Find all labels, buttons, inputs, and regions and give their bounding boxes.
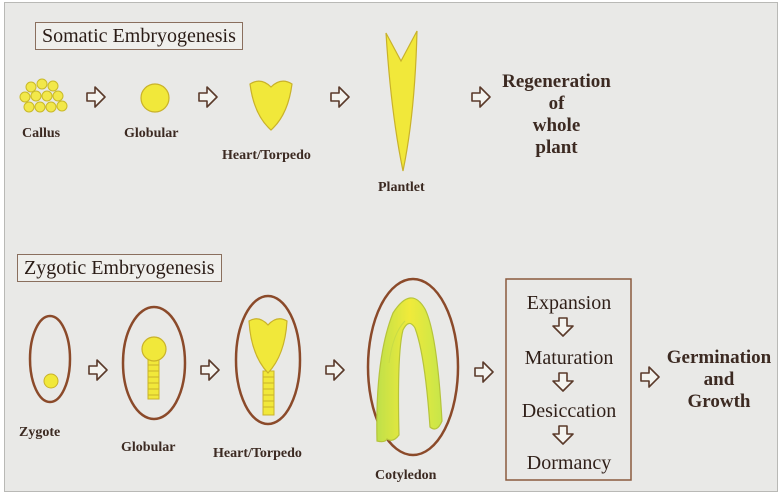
somatic-heart-embryo — [250, 81, 292, 130]
zygotic-result: Germination and Growth — [660, 347, 778, 413]
heart-suspensor — [263, 371, 274, 415]
zygotic-stage-zygote: Zygote — [19, 426, 60, 440]
zygotic-title: Zygotic Embryogenesis — [17, 254, 222, 282]
arrow-callus-to-globular — [87, 87, 105, 107]
heart-embryo — [249, 319, 287, 373]
process-step-desiccation: Desiccation — [509, 401, 629, 421]
arrow-globular-to-heart — [199, 87, 217, 107]
arrow-plantlet-to-regeneration — [472, 87, 490, 107]
result-line-1: Regeneration — [499, 71, 614, 93]
globular-suspensor — [148, 359, 159, 399]
arrow-heart-to-cotyledon — [326, 360, 344, 380]
arrow-heart-to-plantlet — [331, 87, 349, 107]
process-step-maturation: Maturation — [509, 348, 629, 368]
somatic-stage-plantlet: Plantlet — [378, 181, 425, 195]
arrow-zygote-to-globular — [89, 360, 107, 380]
arrow-globular-to-heart-zygotic — [201, 360, 219, 380]
plantlet-shape — [386, 31, 417, 171]
diagram-artwork — [5, 3, 779, 493]
callus-cells — [20, 79, 67, 112]
process-step-dormancy: Dormancy — [509, 453, 629, 473]
zygotic-stage-globular: Globular — [121, 441, 175, 455]
zygotic-stage-heart-torpedo: Heart/Torpedo — [213, 447, 302, 461]
somatic-stage-heart-torpedo: Heart/Torpedo — [222, 149, 311, 163]
arrow-expansion-to-maturation — [553, 318, 573, 336]
somatic-stage-globular: Globular — [124, 127, 178, 141]
zygotic-stage-cotyledon: Cotyledon — [375, 469, 436, 483]
diagram-canvas: Somatic Embryogenesis Callus Globular He… — [4, 2, 778, 492]
zygotic-result-line-3: Growth — [660, 391, 778, 413]
somatic-globular-embryo — [141, 84, 169, 112]
zygote-cell — [44, 374, 58, 388]
result-line-3: whole — [499, 115, 614, 137]
zygotic-result-line-2: and — [660, 369, 778, 391]
somatic-stage-callus: Callus — [22, 127, 60, 141]
result-line-2: of — [499, 93, 614, 115]
somatic-title: Somatic Embryogenesis — [35, 22, 243, 50]
arrow-cotyledon-to-process — [475, 362, 493, 382]
arrow-desiccation-to-dormancy — [553, 426, 573, 444]
somatic-result: Regeneration of whole plant — [499, 71, 614, 159]
zygotic-result-line-1: Germination — [660, 347, 778, 369]
result-line-4: plant — [499, 137, 614, 159]
zygote-ovule — [30, 316, 70, 402]
globular-embryo — [142, 337, 166, 361]
process-step-expansion: Expansion — [509, 293, 629, 313]
arrow-process-to-germination — [641, 367, 659, 387]
arrow-maturation-to-desiccation — [553, 373, 573, 391]
cotyledon-embryo — [377, 298, 442, 442]
